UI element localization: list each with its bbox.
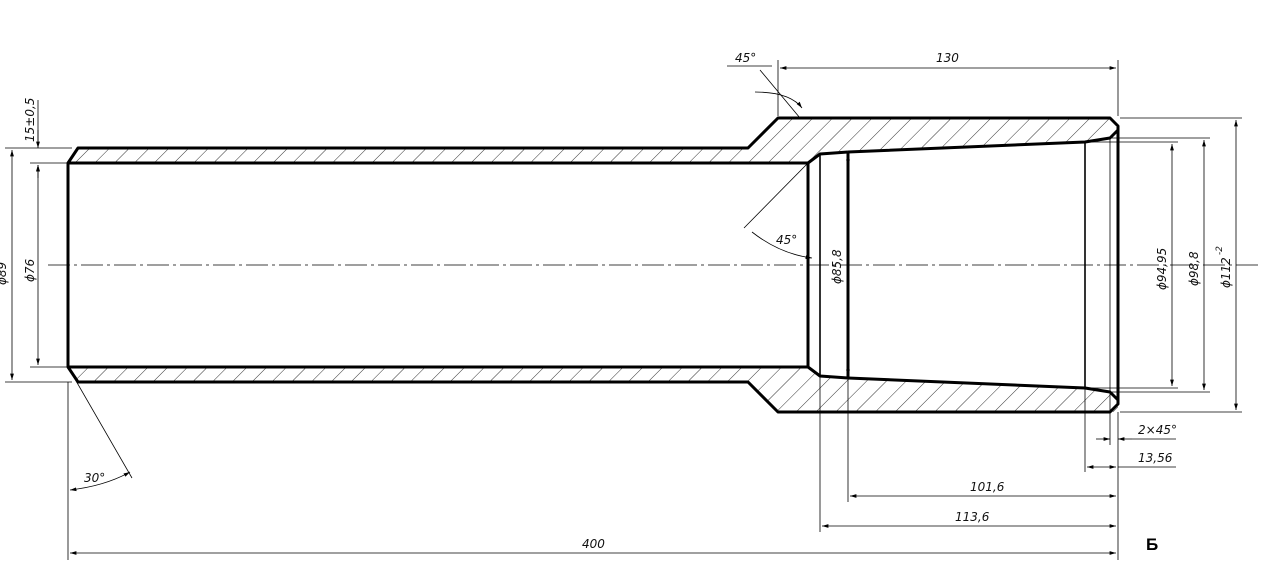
length-130-label: 130 <box>936 51 959 65</box>
diameter-112-tolerance: -2 <box>1215 246 1225 255</box>
diameter-988-label: ϕ98,8 <box>1187 251 1201 286</box>
bottom-dimensions <box>70 376 1176 560</box>
right-dimensions <box>1087 117 1242 413</box>
chamfer-2x45-label: 2×45° <box>1138 423 1177 437</box>
upper-wall-hatch <box>68 118 1118 163</box>
wall-tolerance-label: 15±0,5 <box>23 98 37 142</box>
length-130-dimension <box>777 60 1119 116</box>
chamfer-30-dimension <box>67 366 133 560</box>
bore-diameter-label: ϕ85,8 <box>830 249 844 284</box>
chamfer-45-top-dimension <box>727 65 803 119</box>
chamfer-45-top-label: 45° <box>735 51 756 65</box>
view-label: Б <box>1146 535 1158 554</box>
chamfer-45-inner-label: 45° <box>776 233 797 247</box>
part-contour <box>66 116 1120 414</box>
section-hatching <box>68 118 1118 412</box>
lower-wall-hatch <box>68 367 1118 412</box>
chamfer-30-label: 30° <box>84 471 105 485</box>
length-400-label: 400 <box>582 537 605 551</box>
outer-diameter-left-label: ϕ89 <box>0 262 9 285</box>
inner-diameter-left-label: ϕ76 <box>23 258 37 282</box>
length-1016-label: 101,6 <box>970 480 1005 494</box>
diameter-9495-label: ϕ94,95 <box>1155 248 1169 290</box>
chamfer-45-inner-dimension <box>743 162 813 260</box>
left-dimensions <box>5 100 72 383</box>
length-1136-label: 113,6 <box>955 510 990 524</box>
length-1356-label: 13,56 <box>1138 451 1173 465</box>
diameter-112-label: ϕ112 <box>1219 257 1233 288</box>
